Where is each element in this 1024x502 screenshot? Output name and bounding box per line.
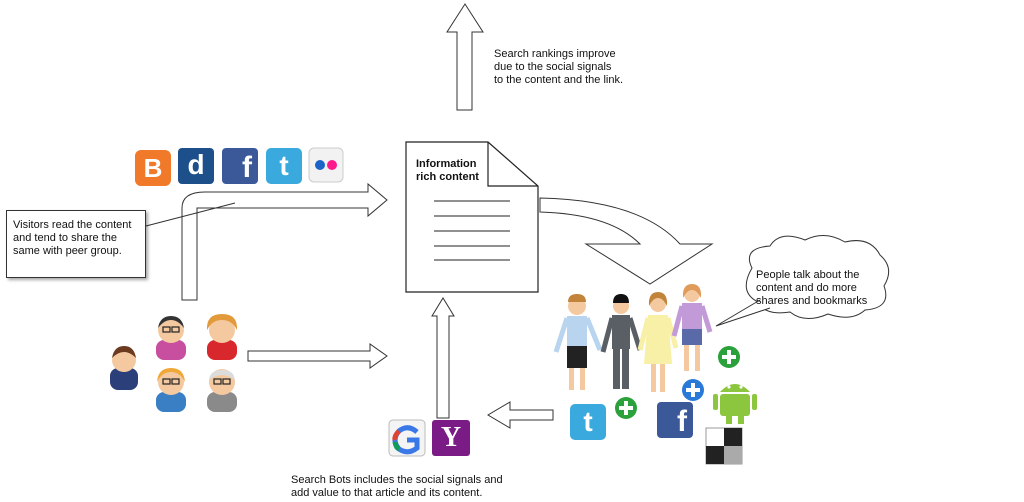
avatar <box>206 314 238 360</box>
bent-arrow-share <box>181 182 388 301</box>
yahoo-icon[interactable]: Y <box>432 420 470 456</box>
left-arrow-bots <box>487 401 554 429</box>
curved-arrow-people <box>539 197 714 285</box>
facebook-letter: f <box>677 405 687 438</box>
person <box>637 292 679 392</box>
rankings-caption: Search rankings improve due to the socia… <box>494 48 624 86</box>
plus-icon <box>682 379 704 401</box>
twitter-letter: t <box>583 406 593 437</box>
document-shape <box>405 141 539 293</box>
avatar <box>110 346 138 390</box>
people-group <box>553 284 713 392</box>
facebook-icon[interactable]: f <box>222 148 258 184</box>
avatar <box>156 368 186 412</box>
twitter-letter: t <box>279 150 289 181</box>
speech-cloud <box>715 235 890 327</box>
bots-caption: Search Bots includes the social signals … <box>291 474 503 499</box>
document-lines <box>434 200 510 261</box>
person <box>671 284 713 371</box>
google-icon <box>388 419 426 457</box>
right-arrow-visitors <box>247 343 388 369</box>
digg-letter: d <box>187 149 205 180</box>
android-icon <box>713 384 757 424</box>
visitor-avatars <box>110 314 238 412</box>
plus-icon <box>718 346 740 368</box>
document-title: Information rich content <box>416 158 479 183</box>
flickr-icon <box>308 147 344 183</box>
facebook-letter: f <box>242 151 252 184</box>
avatar <box>156 316 186 360</box>
avatar <box>207 369 237 412</box>
up-arrow-search <box>431 297 455 419</box>
digg-icon[interactable]: d <box>178 148 214 184</box>
plus-icon <box>615 397 637 419</box>
up-arrow-rankings <box>446 3 484 111</box>
twitter-icon[interactable]: t <box>266 148 302 184</box>
yahoo-letter: Y <box>440 422 462 453</box>
note-pointer <box>145 202 236 227</box>
twitter-icon[interactable]: t <box>570 404 606 440</box>
blogger-icon[interactable]: B <box>135 150 171 186</box>
blogger-letter: B <box>143 153 163 183</box>
visitors-note: Visitors read the content and tend to sh… <box>6 210 146 278</box>
document-fold <box>487 142 538 187</box>
facebook-icon[interactable]: f <box>657 402 693 438</box>
people-caption: People talk about the content and do mor… <box>756 269 868 307</box>
person <box>553 294 603 390</box>
person <box>600 294 643 389</box>
delicious-icon <box>705 427 743 465</box>
